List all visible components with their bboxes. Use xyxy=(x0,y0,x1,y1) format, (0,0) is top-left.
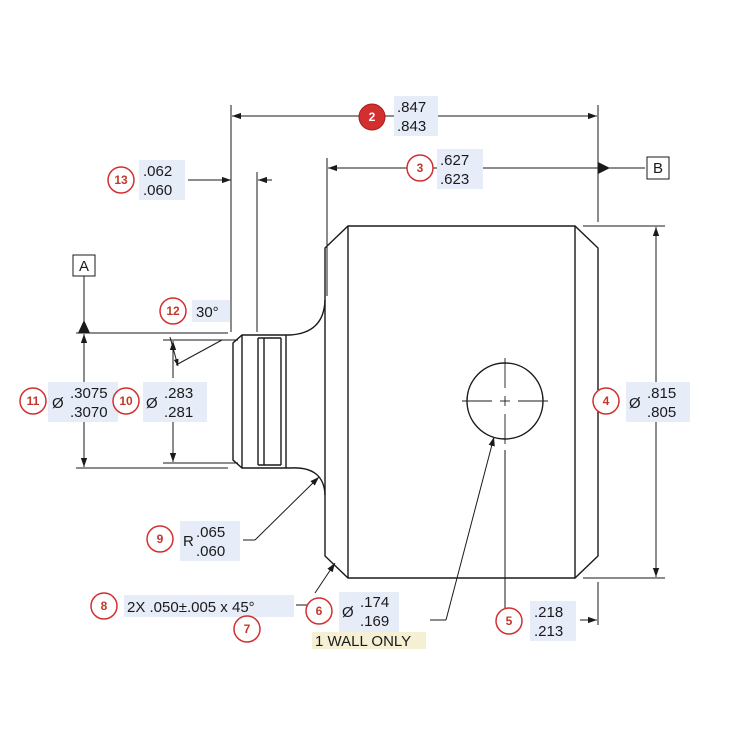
balloon-6[interactable]: 6 xyxy=(305,597,333,625)
dim-pin-diameter-upper: .3075 xyxy=(70,385,108,402)
dim-groove-diameter-symbol: Ø xyxy=(146,395,158,412)
dim-chamfer[interactable]: 2X .050±.005 x 45° xyxy=(124,595,294,617)
dim-fillet-radius[interactable]: R .065 .060 xyxy=(180,521,240,561)
balloon-10[interactable]: 10 xyxy=(112,387,140,415)
dim-overall-length[interactable]: .847 .843 xyxy=(394,96,438,136)
note-one-wall[interactable]: 1 WALL ONLY xyxy=(312,632,426,650)
balloon-2[interactable]: 2 xyxy=(358,103,386,131)
dim-body-length[interactable]: .627 .623 xyxy=(437,149,483,189)
dim-hole-diameter-symbol: Ø xyxy=(342,604,354,621)
dim-fillet-radius-symbol: R xyxy=(183,533,194,550)
pin-outline xyxy=(232,334,290,469)
balloon-9[interactable]: 9 xyxy=(146,525,174,553)
dim-body-diameter-upper: .815 xyxy=(647,385,676,402)
balloon-4-label: 4 xyxy=(603,394,610,408)
balloon-10-label: 10 xyxy=(119,394,133,408)
dim-flange-width-upper: .062 xyxy=(143,163,172,180)
balloon-11-label: 11 xyxy=(27,394,40,408)
dim-hole-diameter[interactable]: Ø .174 .169 xyxy=(339,592,399,632)
balloon-8[interactable]: 8 xyxy=(90,592,118,620)
balloon-5[interactable]: 5 xyxy=(495,607,523,635)
balloon-3[interactable]: 3 xyxy=(406,154,434,182)
dim-fillet-radius-upper: .065 xyxy=(196,524,225,541)
dim-overall-length-lower: .843 xyxy=(397,118,426,135)
balloon-2-label: 2 xyxy=(369,110,376,124)
dim-body-diameter-lower: .805 xyxy=(647,404,676,421)
dim-groove-diameter-upper: .283 xyxy=(164,385,193,402)
part-outline xyxy=(232,225,599,579)
dim-chamfer-angle-text: 30° xyxy=(196,304,219,321)
balloon-11[interactable]: 11 xyxy=(19,387,47,415)
balloon-7-label: 7 xyxy=(244,622,251,636)
dim-groove-diameter-lower: .281 xyxy=(164,404,193,421)
neck-fillet-bottom xyxy=(289,467,326,496)
balloon-12-label: 12 xyxy=(166,304,180,318)
dim-chamfer-text: 2X .050±.005 x 45° xyxy=(127,599,255,616)
neck-fillet-top xyxy=(289,299,326,336)
dim-body-length-lower: .623 xyxy=(440,171,469,188)
balloon-13[interactable]: 13 xyxy=(107,166,135,194)
dim-body-diameter-symbol: Ø xyxy=(629,395,641,412)
dimension-lines xyxy=(76,105,665,625)
dim-body-length-upper: .627 xyxy=(440,152,469,169)
balloon-3-label: 3 xyxy=(417,161,424,175)
datum-a-label: A xyxy=(79,258,89,275)
dim-pin-diameter-symbol: Ø xyxy=(52,395,64,412)
balloon-8-label: 8 xyxy=(101,599,108,613)
dim-body-diameter[interactable]: Ø .815 .805 xyxy=(626,382,690,422)
datum-b-label: B xyxy=(653,160,663,177)
dim-hole-diameter-lower: .169 xyxy=(360,613,389,630)
datum-b: B xyxy=(598,156,670,180)
balloon-12[interactable]: 12 xyxy=(159,297,187,325)
balloon-13-label: 13 xyxy=(114,173,128,187)
body-outline xyxy=(324,225,599,579)
balloon-5-label: 5 xyxy=(506,614,513,628)
balloon-6-label: 6 xyxy=(316,604,323,618)
dim-pin-diameter-lower: .3070 xyxy=(70,404,108,421)
dim-hole-position-lower: .213 xyxy=(534,623,563,640)
dim-flange-width-lower: .060 xyxy=(143,182,172,199)
balloon-9-label: 9 xyxy=(157,532,164,546)
dim-overall-length-upper: .847 xyxy=(397,99,426,116)
balloon-4[interactable]: 4 xyxy=(592,387,620,415)
dim-pin-diameter[interactable]: Ø .3075 .3070 xyxy=(48,382,118,422)
dim-hole-position-upper: .218 xyxy=(534,604,563,621)
note-one-wall-text: 1 WALL ONLY xyxy=(315,633,411,650)
dim-hole-diameter-upper: .174 xyxy=(360,594,389,611)
datum-a: A xyxy=(72,254,96,333)
dim-fillet-radius-lower: .060 xyxy=(196,543,225,560)
dim-groove-diameter[interactable]: Ø .283 .281 xyxy=(143,382,207,422)
dim-chamfer-angle[interactable]: 30° xyxy=(192,300,230,322)
dim-hole-position[interactable]: .218 .213 xyxy=(530,601,576,641)
balloon-7[interactable]: 7 xyxy=(233,615,261,643)
dim-flange-width[interactable]: .062 .060 xyxy=(139,160,185,200)
hole-centerlines xyxy=(462,358,548,444)
